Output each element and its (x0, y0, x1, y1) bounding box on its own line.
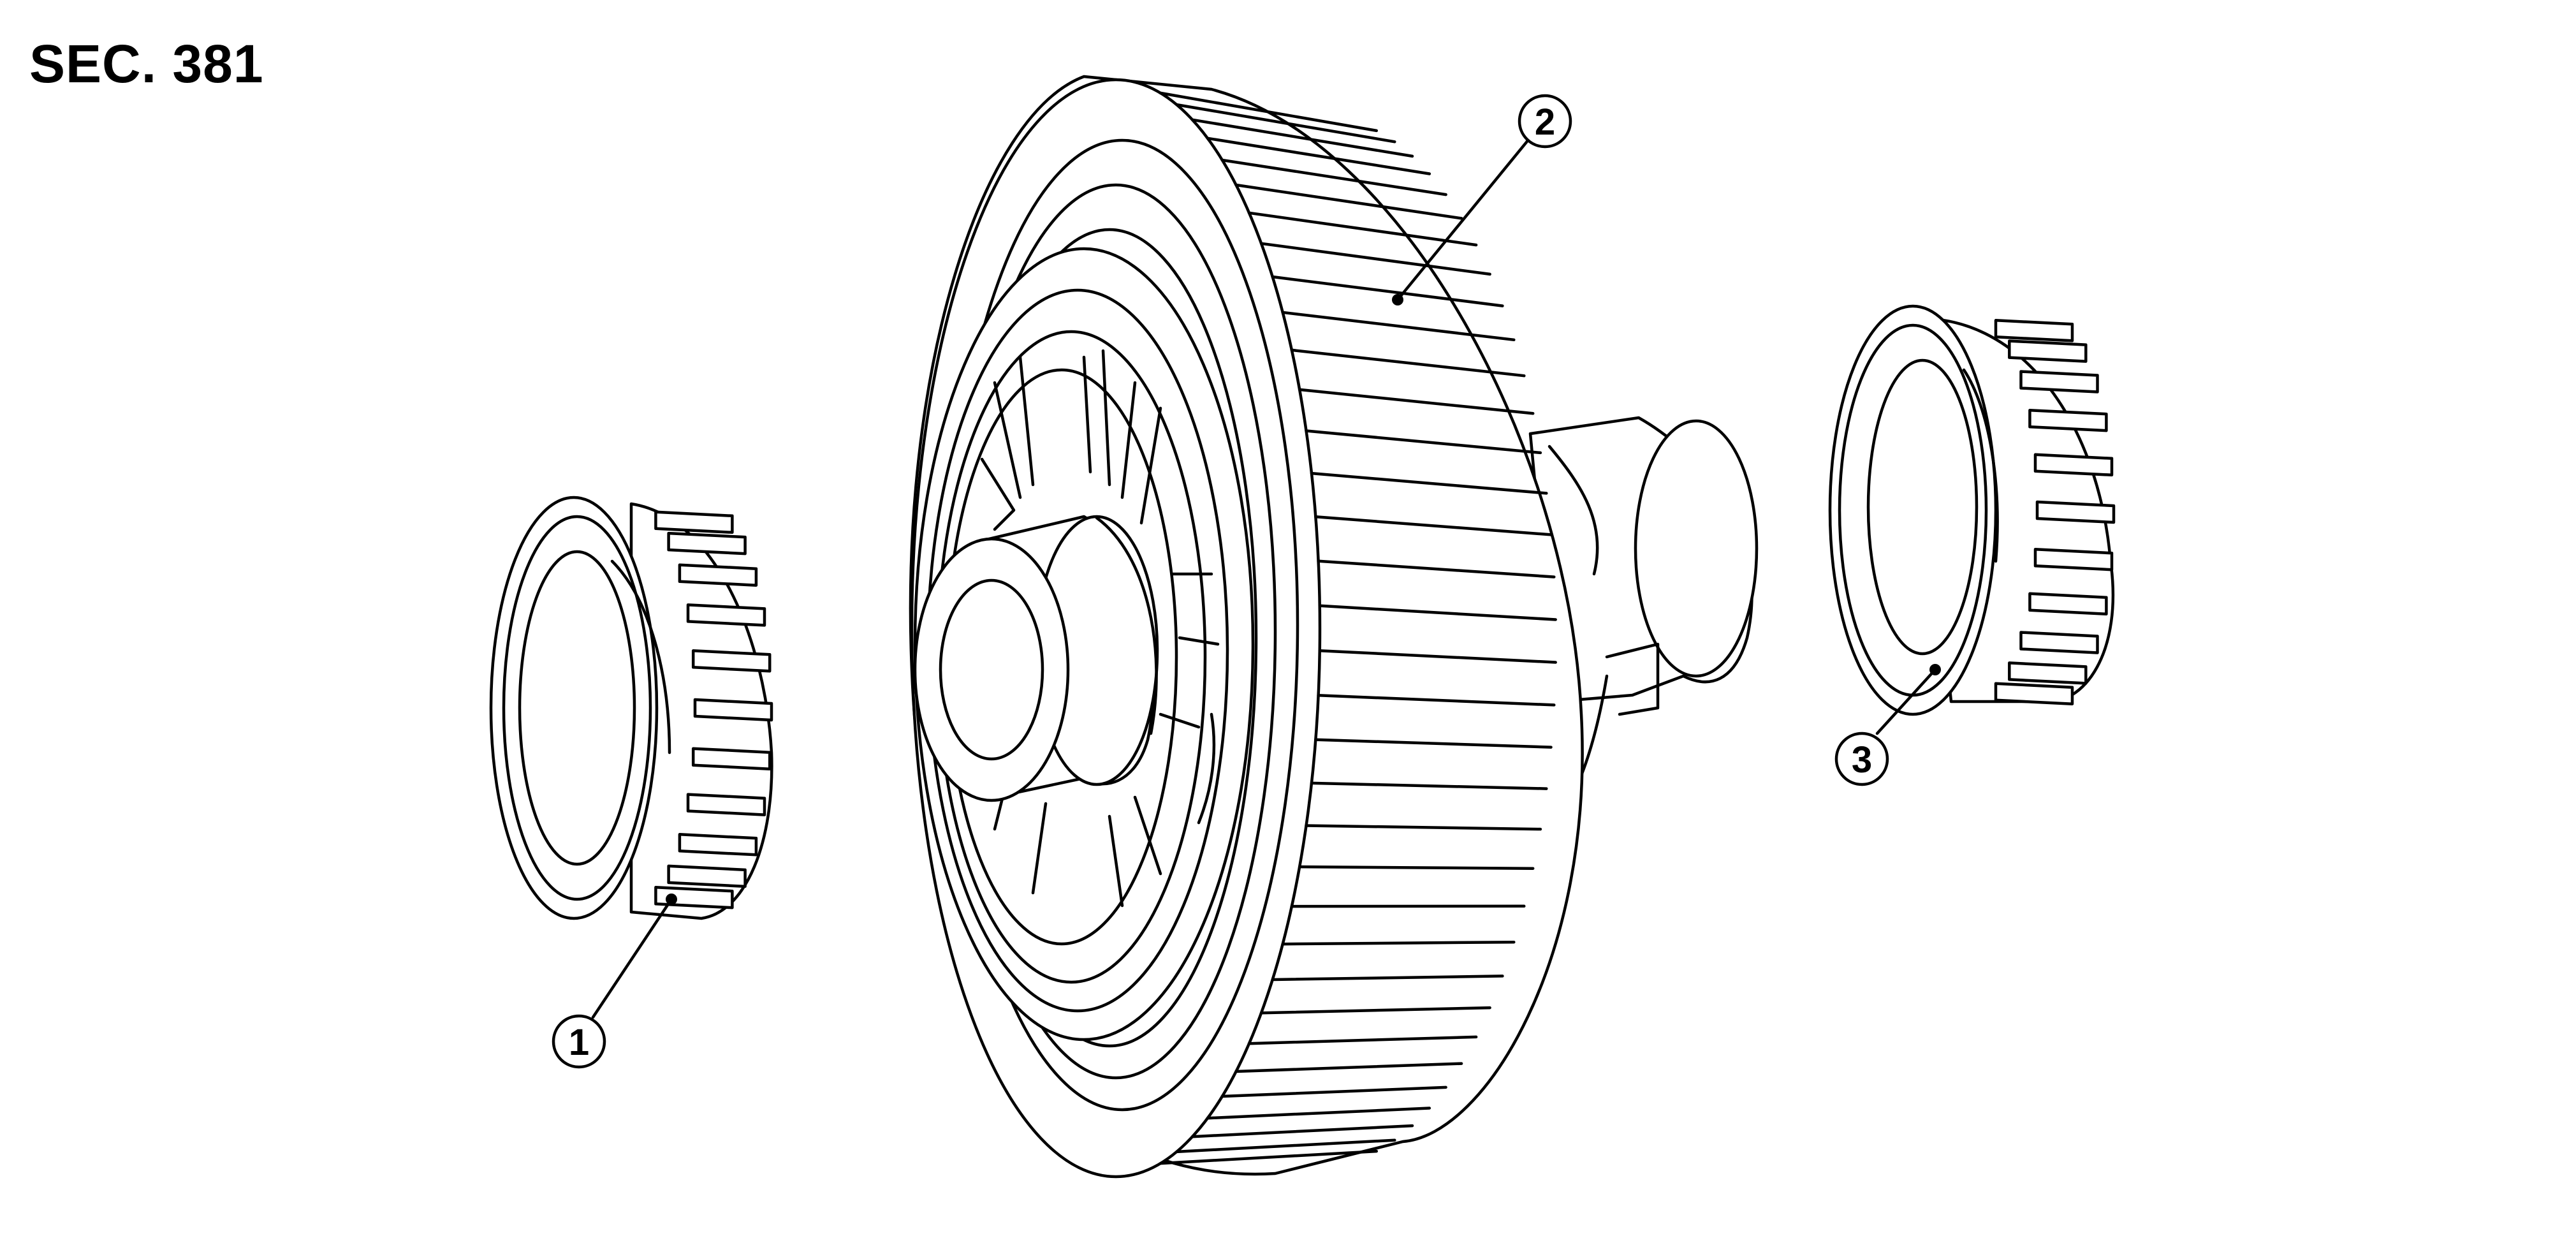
side-bearing-left (489, 496, 773, 920)
gear-tooth (1190, 118, 1414, 158)
bearing-roller (693, 698, 773, 722)
bearing-roller (2033, 453, 2114, 477)
section-label: SEC. 381 (29, 34, 264, 94)
gear-tooth (1247, 1035, 1478, 1045)
bearing-roller (2028, 408, 2108, 432)
gear-tooth (1314, 515, 1553, 536)
gear-tooth (1281, 940, 1516, 946)
bearing-roller (2008, 661, 2088, 685)
differential-case-assembly (909, 75, 1759, 1179)
bearing-roller (1994, 682, 2074, 705)
callout-3-label: 3 (1852, 739, 1872, 781)
side-bearing-right (1828, 304, 2116, 716)
bearing-roller (2019, 370, 2099, 394)
bearing-roller (2035, 500, 2116, 524)
bearing-roller (691, 747, 772, 770)
gear-tooth (1271, 975, 1504, 982)
gear-tooth (1234, 1062, 1463, 1073)
bearing-roller (2019, 631, 2099, 654)
case-windows (980, 349, 1220, 908)
gear-tooth (1318, 604, 1557, 621)
gear-tooth (1298, 865, 1535, 870)
bearing-roller (686, 793, 766, 816)
gear-tooth (1247, 211, 1478, 247)
bearing-roller (654, 510, 734, 534)
callout-1-label: 1 (569, 1022, 589, 1063)
gear-tooth (1259, 242, 1491, 276)
callout-3: 3 (1834, 664, 1941, 786)
gear-tooth (1234, 183, 1463, 220)
gear-tooth (1290, 348, 1526, 378)
gear-tooth (1310, 781, 1548, 790)
gear-tooth (1220, 158, 1447, 196)
bearing-roller (686, 603, 766, 627)
bearing-roller (678, 563, 758, 587)
gear-tooth (1175, 103, 1396, 143)
gear-tooth (1298, 388, 1535, 415)
gear-tooth (1220, 1085, 1447, 1098)
gear-tooth (1305, 429, 1542, 455)
bearing-roller (691, 649, 772, 673)
gear-tooth (1310, 471, 1548, 495)
gear-tooth (1206, 136, 1431, 175)
gear-tooth (1317, 559, 1556, 578)
bearing-roller (2028, 592, 2108, 616)
gear-tooth (1190, 1124, 1414, 1138)
gear-tooth (1305, 824, 1542, 831)
callout-1: 1 (552, 894, 677, 1069)
case-hub (913, 515, 1159, 802)
gear-tooth (1271, 275, 1504, 307)
gear-tooth (1318, 649, 1557, 664)
gear-tooth (1175, 1138, 1396, 1154)
bearing-roller (2008, 339, 2088, 363)
gear-tooth (1314, 738, 1553, 749)
bearing-roller (667, 864, 747, 888)
bearing-roller (1994, 319, 2074, 342)
gear-tooth (1317, 694, 1556, 707)
roller-cage-right (1994, 319, 2116, 705)
callout-2: 2 (1392, 94, 1572, 305)
bearing-roller (2033, 547, 2114, 571)
gear-tooth (1159, 91, 1379, 133)
gear-teeth (1159, 91, 1557, 1165)
gear-tooth (1206, 1107, 1431, 1120)
gear-tooth (1259, 1006, 1491, 1015)
gear-tooth (1159, 1149, 1379, 1165)
bearing-roller (678, 833, 758, 857)
roller-cage-left (654, 510, 773, 909)
callout-2-label: 2 (1535, 101, 1555, 143)
gear-tooth (1281, 311, 1516, 342)
bearing-roller (667, 531, 747, 555)
